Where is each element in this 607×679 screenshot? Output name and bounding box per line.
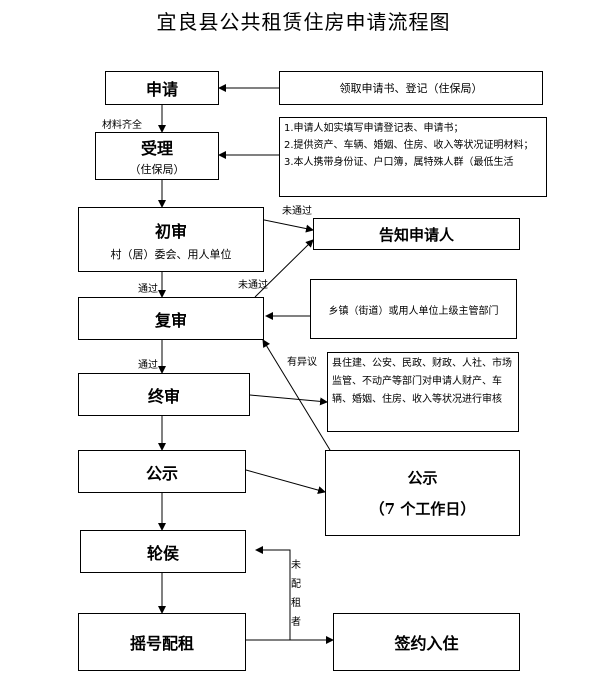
label-not-allocated: 未 配 租 者 <box>291 560 301 628</box>
box-publicize-days-text: （7 个工作日） <box>369 500 476 518</box>
box-get-form-text: 领取申请书、登记（住保局） <box>339 82 483 95</box>
step-lottery: 摇号配租 <box>78 613 246 671</box>
step-first-review: 初审 村（居）委会、用人单位 <box>78 207 264 272</box>
box-get-form: 领取申请书、登记（住保局） <box>279 71 543 105</box>
box-sign-text: 签约入住 <box>394 634 459 653</box>
label-passed-first: 通过 <box>138 284 158 295</box>
box-township-text: 乡镇（街道）或用人单位上级主管部门 <box>328 305 499 317</box>
step-apply-label: 申请 <box>145 80 178 99</box>
step-lottery-label: 摇号配租 <box>129 634 194 653</box>
step-accept-label: 受理 <box>140 139 173 158</box>
step-final-review: 终审 <box>78 373 250 416</box>
accept-note-2: 2.提供资产、车辆、婚姻、住房、收入等状况证明材料； <box>284 140 534 151</box>
step-accept: 受理 （住保局） <box>95 132 219 180</box>
accept-note-3: 3.本人携带身份证、户口簿，属特殊人群（最低生活 <box>284 157 514 168</box>
label-not-passed-first: 未通过 <box>282 206 312 217</box>
step-waiting-label: 轮侯 <box>146 543 179 563</box>
step-second-review-label: 复审 <box>154 310 187 330</box>
step-waiting: 轮侯 <box>80 530 246 573</box>
step-apply: 申请 <box>105 71 219 105</box>
box-county-depts-text: 县住建、公安、民政、财政、人社、市场监管、不动产等部门对申请人财产、车辆、婚姻、… <box>332 358 512 405</box>
step-accept-sub: （住保局） <box>129 163 185 176</box>
box-county-depts: 县住建、公安、民政、财政、人社、市场监管、不动产等部门对申请人财产、车辆、婚姻、… <box>327 352 519 432</box>
label-materials-complete: 材料齐全 <box>102 120 142 131</box>
arrow-second-to-notify <box>254 239 314 298</box>
box-publicize-title: 公示 <box>407 469 438 487</box>
arrow-objection-to-second <box>262 339 331 451</box>
step-second-review: 复审 <box>78 297 264 340</box>
step-publicize-label: 公示 <box>145 463 178 483</box>
arrow-final-to-depts <box>249 394 328 406</box>
box-accept-notes: 1.申请人如实填写申请登记表、申请书； 2.提供资产、车辆、婚姻、住房、收入等状… <box>279 117 547 197</box>
page-title: 宜良县公共租赁住房申请流程图 <box>156 10 451 34</box>
box-township: 乡镇（街道）或用人单位上级主管部门 <box>310 279 517 339</box>
step-publicize: 公示 <box>78 450 246 493</box>
accept-note-1: 1.申请人如实填写申请登记表、申请书； <box>284 123 464 134</box>
label-objection: 有异议 <box>287 357 317 368</box>
step-final-review-label: 终审 <box>147 386 180 406</box>
box-publicize-days: 公示 （7 个工作日） <box>325 450 520 536</box>
box-notify: 告知申请人 <box>313 218 520 250</box>
arrow-loop-to-wait <box>246 546 291 641</box>
box-sign: 签约入住 <box>333 613 520 671</box>
step-first-review-sub: 村（居）委会、用人单位 <box>110 247 232 261</box>
arrow-public-to-days <box>245 469 326 494</box>
box-notify-text: 告知申请人 <box>378 225 454 244</box>
step-first-review-label: 初审 <box>154 221 187 241</box>
label-passed-second: 通过 <box>138 360 158 371</box>
label-not-passed-second: 未通过 <box>238 280 268 291</box>
